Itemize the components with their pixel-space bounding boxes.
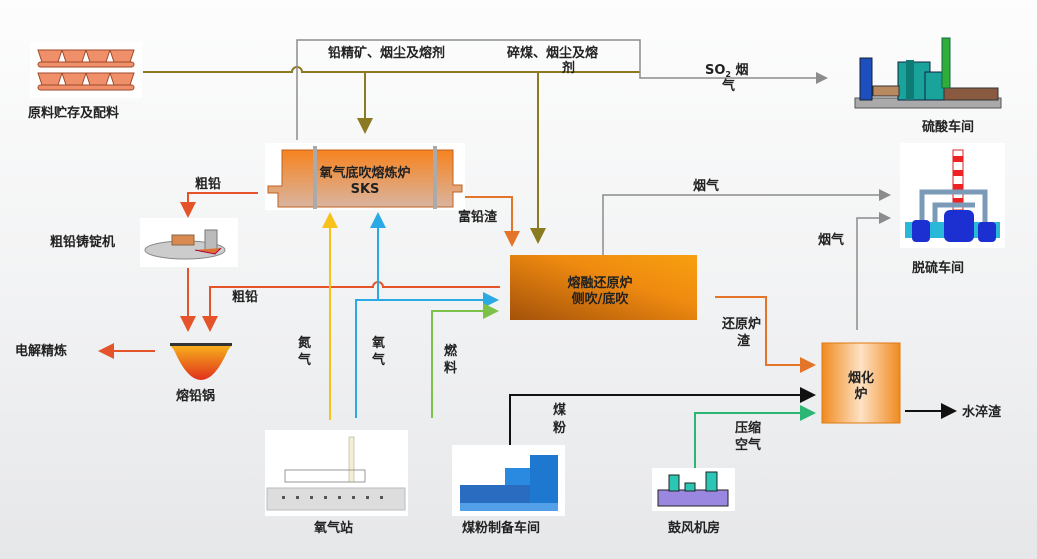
flue-gas-line-2	[856, 212, 891, 330]
fuming-furnace-label-2: 炉	[854, 386, 867, 402]
lead-rich-slag-label: 富铅渣	[458, 209, 498, 225]
oxygen-label-2: 气	[372, 352, 385, 368]
fuming-furnace-label: 烟化	[848, 370, 874, 386]
sks-furnace-label: 氧气底吹熔炼炉	[318, 165, 410, 181]
so2-gas-label: SO2 烟	[705, 63, 749, 79]
fuel-line	[431, 303, 499, 418]
coal-powder-plant-label: 煤粉制备车间	[462, 520, 540, 536]
compressed-air-line	[694, 405, 816, 470]
flue-gas-label-2: 烟气	[818, 232, 844, 248]
water-quenched-slag-label: 水淬渣	[962, 404, 1002, 420]
oxygen-station-label: 氧气站	[313, 520, 353, 536]
crushed-coal-label-2: 剂	[561, 60, 575, 76]
lead-rich-slag-line	[465, 196, 520, 247]
reduction-slag-label-2: 渣	[737, 333, 751, 349]
coal-powder-label-2: 粉	[553, 420, 566, 436]
fuming-furnace	[821, 342, 901, 424]
reduction-furnace-mode: 侧吹/底吹	[572, 291, 629, 307]
so2-gas-label-2: 气	[722, 78, 735, 94]
reduction-slag-line	[715, 296, 816, 373]
fuel-label-2: 料	[444, 360, 457, 376]
desulfurization-plant-label: 脱硫车间	[912, 260, 964, 276]
flue-gas-line-1	[602, 189, 891, 255]
crude-lead-label-2: 粗铅	[232, 289, 258, 305]
nitrogen-label-2: 气	[298, 352, 311, 368]
melting-pot-label: 熔铅锅	[176, 388, 215, 404]
nitrogen-label: 氮	[298, 335, 311, 351]
so2-gas-line	[296, 39, 828, 140]
coal-powder-label: 煤	[553, 402, 566, 418]
flow-lines	[98, 39, 957, 470]
sulfuric-acid-plant-icon	[854, 37, 1002, 109]
crude-lead-label-1: 粗铅	[195, 176, 221, 192]
oxygen-station-icon	[265, 430, 408, 516]
sks-furnace	[265, 143, 465, 210]
compressed-air-label: 压缩	[735, 420, 761, 436]
lead-concentrate-label: 铅精矿、烟尘及熔剂	[328, 45, 445, 61]
flue-gas-label-1: 烟气	[693, 178, 719, 194]
crude-lead-line-1	[180, 192, 258, 218]
reduction-furnace-label: 熔融还原炉	[567, 275, 632, 291]
melting-pot-icon	[170, 343, 232, 380]
crushed-coal-label: 碎煤、烟尘及熔	[507, 45, 599, 61]
compressed-air-label-2: 空气	[735, 437, 761, 453]
sks-furnace-code: SKS	[351, 182, 380, 197]
desulfurization-plant-icon	[900, 143, 1005, 248]
reduction-furnace	[510, 255, 697, 320]
oxygen-line-sks	[356, 212, 386, 301]
raw-material-label: 原料贮存及配料	[28, 105, 119, 121]
casting-machine-label: 粗铅铸锭机	[50, 234, 115, 250]
coal-powder-line	[509, 387, 816, 445]
sulfuric-acid-plant-label: 硫酸车间	[922, 119, 974, 135]
blower-house-label: 鼓风机房	[668, 520, 720, 536]
fuel-label: 燃	[444, 343, 458, 359]
blower-house-icon	[652, 468, 735, 511]
raw-material-icon	[30, 42, 142, 98]
coal-powder-plant-icon	[452, 445, 565, 516]
reduction-slag-label: 还原炉	[721, 316, 761, 332]
electrolytic-refining-label: 电解精炼	[15, 343, 67, 359]
oxygen-label: 氧	[371, 335, 385, 351]
casting-machine-icon	[140, 218, 238, 267]
